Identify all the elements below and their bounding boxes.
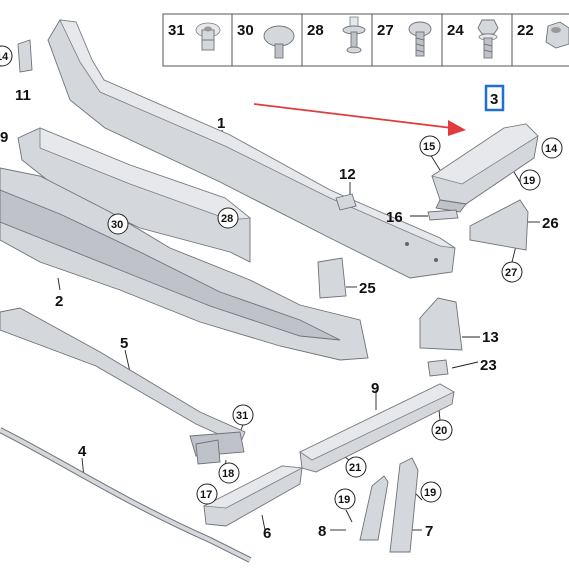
circled-label-28: 28: [221, 213, 233, 225]
mount-plate: [469, 199, 529, 251]
label-part-26: 26: [542, 215, 559, 232]
lower-absorber: [0, 167, 369, 361]
bracket-13: [419, 297, 463, 351]
clip-23: [427, 359, 449, 377]
label-part-9: 9: [371, 380, 379, 397]
table-number-30: 30: [237, 22, 254, 39]
label-part-11: 11: [15, 87, 31, 104]
bracket-18: [195, 439, 221, 465]
hex-nut-icon: [545, 21, 569, 49]
label-part-2: 2: [55, 293, 63, 310]
fastener-table: 31 30 28 27 24 22: [162, 13, 569, 67]
circled-label-27: 27: [505, 267, 517, 279]
table-number-31: 31: [168, 22, 185, 39]
circled-labels: 14 15 14 19 30 28 27 31 18 17 20 21 19 1…: [0, 45, 563, 510]
circled-label-19-top: 19: [523, 175, 535, 187]
bumper-carrier-beam: [47, 19, 456, 279]
label-part-7: 7: [425, 523, 433, 540]
circled-label-30: 30: [111, 219, 123, 231]
push-rivet-icon: [195, 22, 221, 51]
label-part-4: 4: [78, 443, 87, 460]
circled-label-21: 21: [349, 462, 361, 474]
label-part-23: 23: [480, 357, 497, 374]
circled-label-20: 20: [435, 425, 447, 437]
part-number-labels: 1 2 4 5 6 7 8 9 9 11 12 13 16 23 25 26 3: [0, 84, 559, 542]
torx-screw-icon: [408, 21, 432, 57]
label-part-12: 12: [339, 166, 356, 183]
highlight-box: [484, 84, 505, 112]
label-part-1: 1: [217, 115, 225, 132]
label-part-5: 5: [120, 335, 128, 352]
circled-label-14: 14: [545, 143, 558, 155]
bracket-25: [317, 257, 347, 299]
circled-label-17: 17: [200, 489, 212, 501]
crash-box-bracket: [431, 123, 539, 213]
trim-strip: [0, 427, 252, 563]
label-part-16: 16: [386, 209, 403, 226]
table-number-27: 27: [377, 22, 394, 39]
circled-label-18: 18: [222, 468, 234, 480]
circled-label-15: 15: [423, 141, 435, 153]
circled-label-14-left: 14: [0, 51, 9, 63]
label-part-25: 25: [359, 280, 376, 297]
circled-label-19-mid: 19: [338, 494, 350, 506]
pad-16: [427, 209, 459, 221]
expanding-rivet-icon: [342, 16, 366, 54]
vertical-brackets: [359, 457, 419, 553]
table-number-24: 24: [447, 22, 464, 39]
label-part-8: 8: [318, 523, 326, 540]
small-clip-12: [335, 193, 357, 211]
upper-absorber: [17, 127, 252, 263]
lower-rail-right: [299, 383, 455, 473]
indicator-arrow: [253, 103, 466, 136]
table-number-28: 28: [307, 22, 324, 39]
plastic-clip-icon: [263, 25, 295, 59]
lower-cross-member: [0, 307, 246, 457]
circled-label-31: 31: [236, 410, 248, 422]
table-number-22: 22: [517, 22, 534, 39]
label-part-6: 6: [263, 525, 271, 542]
hex-screw-icon: [477, 19, 499, 59]
circled-label-19-right: 19: [424, 487, 436, 499]
clip-11: [17, 39, 33, 73]
label-part-13: 13: [482, 329, 499, 346]
lower-bracket-left: [202, 465, 304, 527]
label-part-3: 3: [490, 91, 498, 108]
label-part-9-left: 9: [0, 129, 8, 146]
